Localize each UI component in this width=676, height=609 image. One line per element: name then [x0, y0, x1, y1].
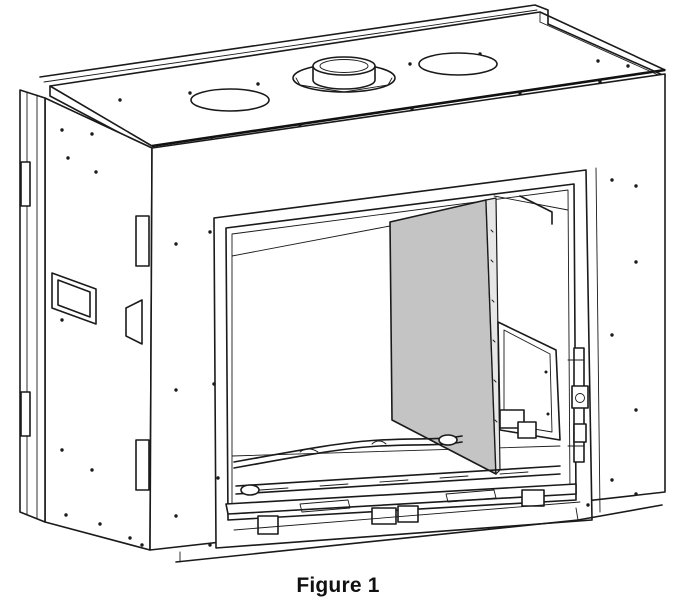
figure-caption: Figure 1 [296, 574, 380, 597]
left-side-panel [19, 89, 153, 551]
burner-assembly [233, 434, 561, 496]
control-module [497, 321, 561, 441]
bottom-louvers [225, 483, 581, 535]
gas-valve [567, 347, 589, 463]
fireplace-insert-drawing [19, 4, 666, 563]
baffle-panel [389, 197, 501, 475]
vent-hole-left [190, 88, 270, 112]
flue-collar [292, 56, 396, 93]
vent-hole-right [418, 52, 498, 76]
